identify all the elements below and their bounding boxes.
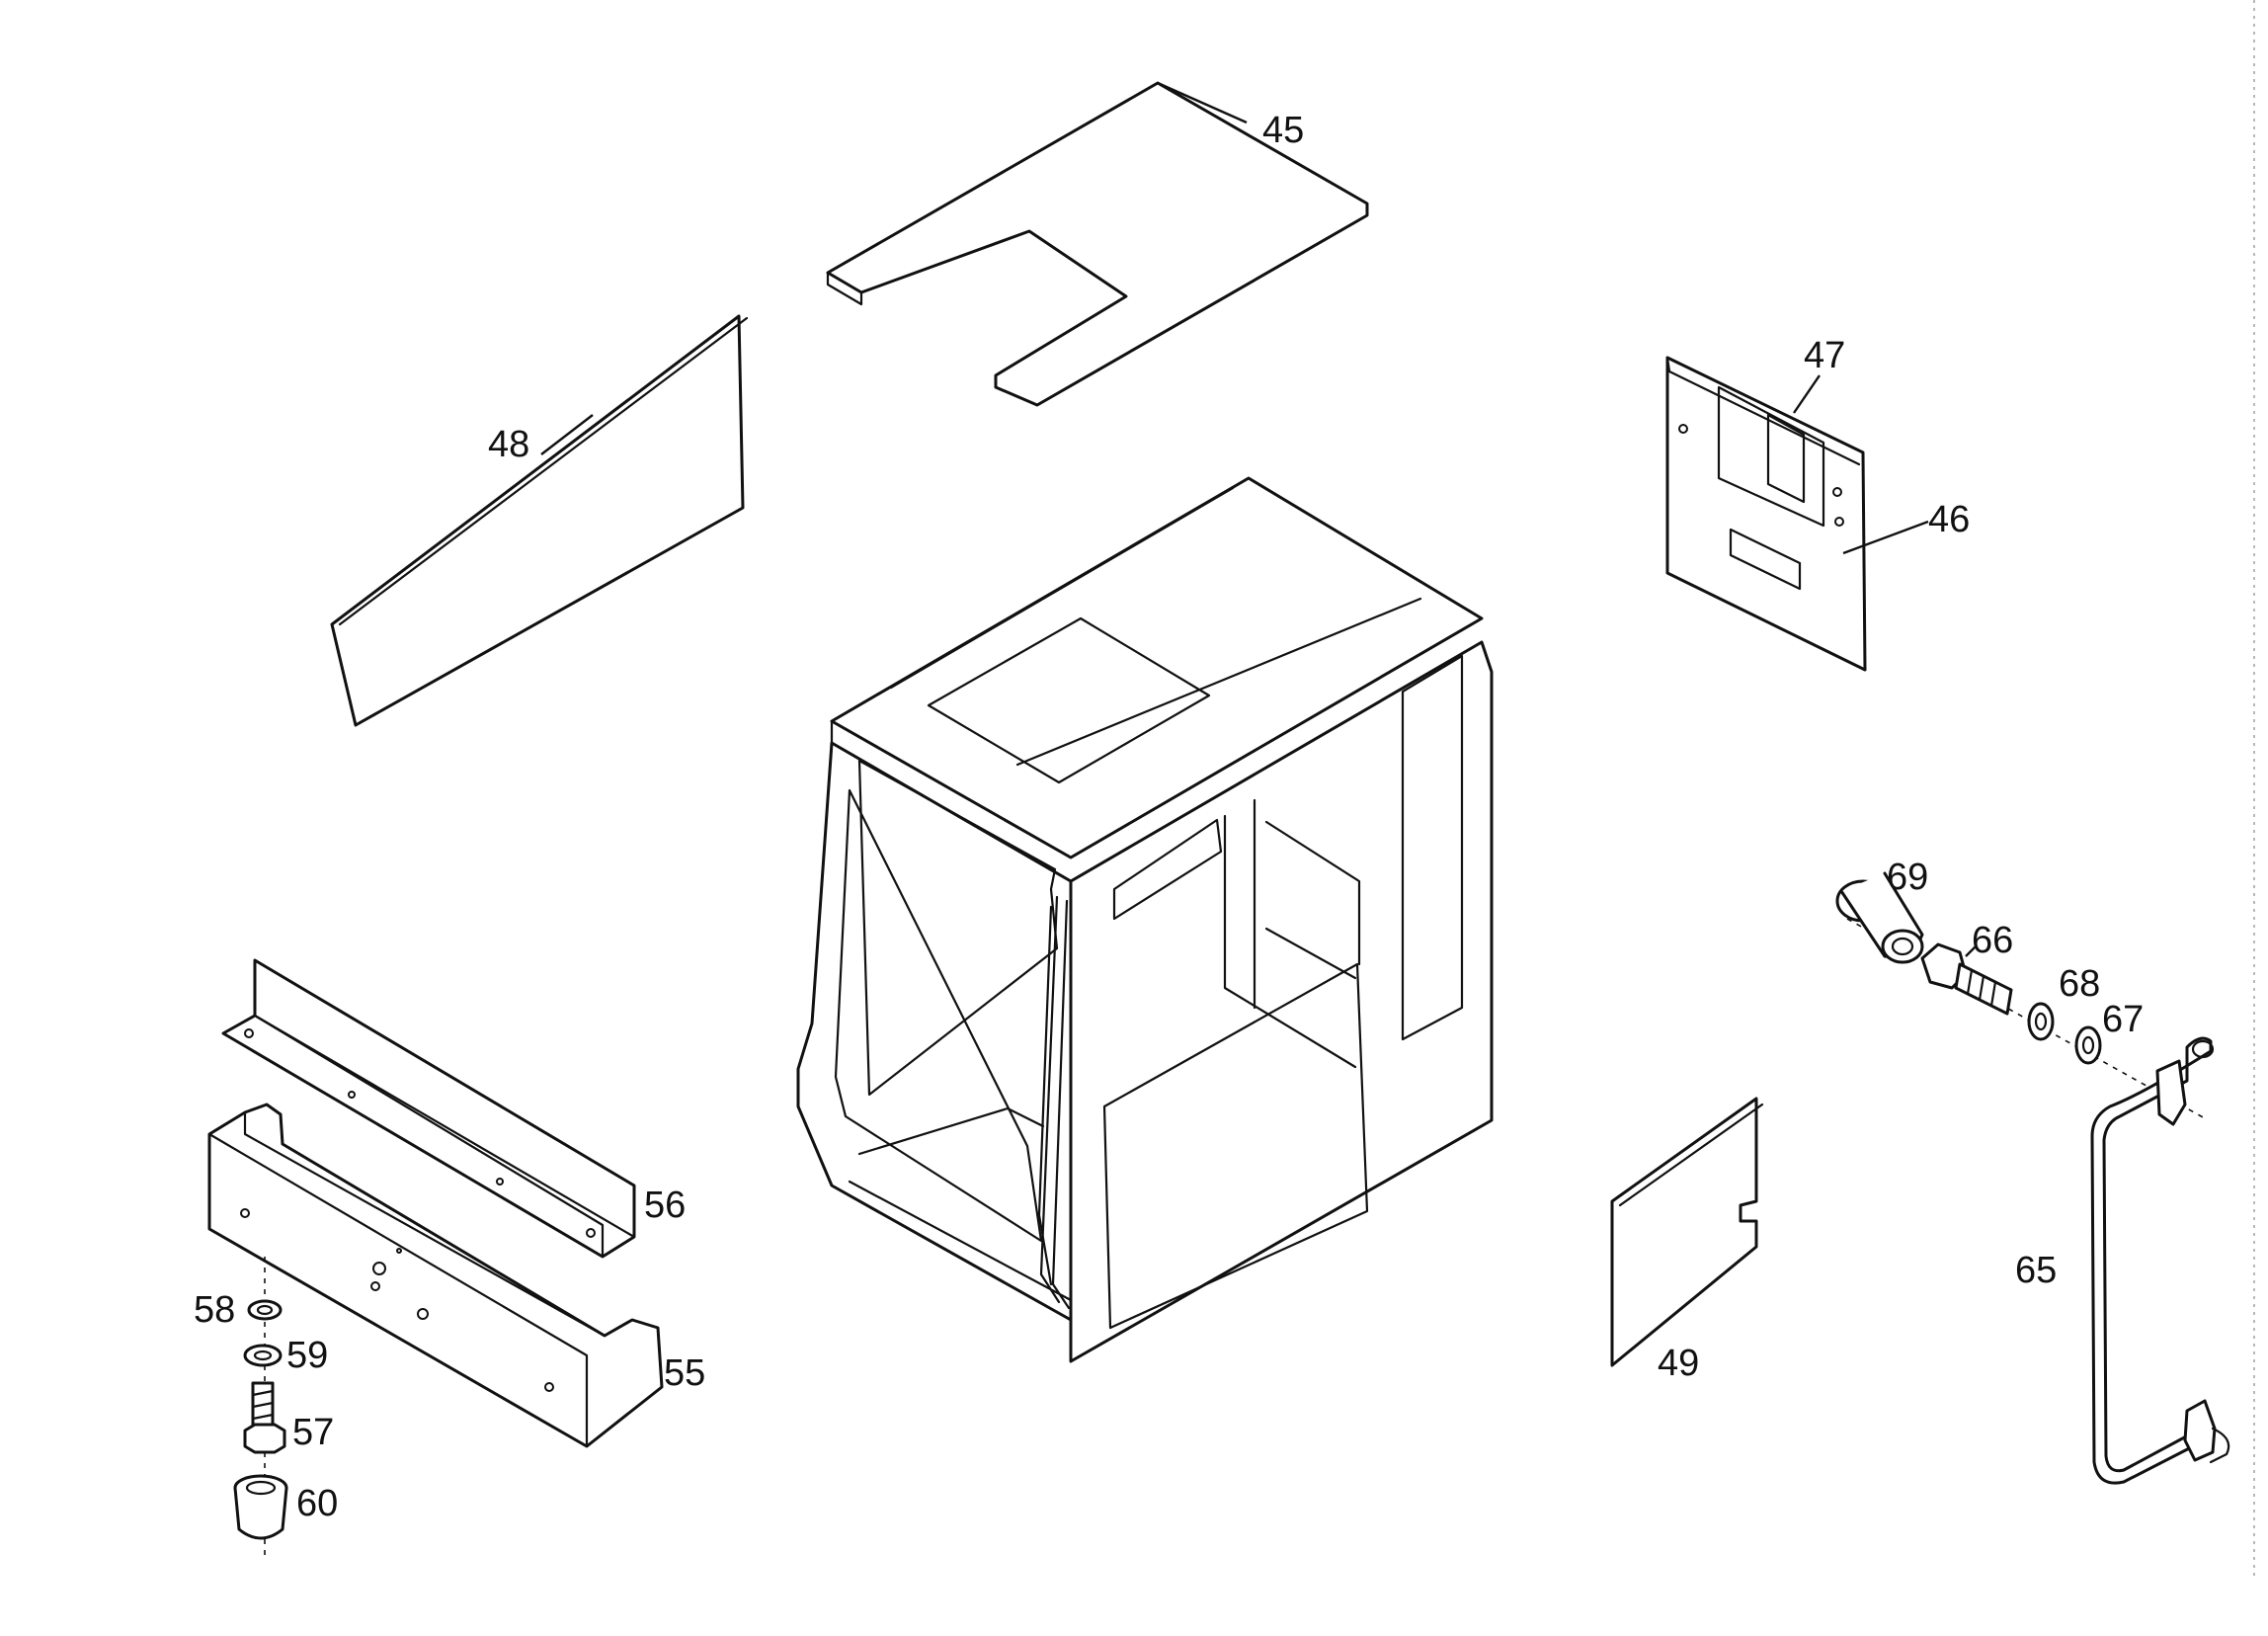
cab-body: [796, 476, 1494, 1363]
bolt-66: [1920, 942, 2013, 1016]
panel-hole: [1678, 424, 1688, 434]
callout-58: 58: [194, 1289, 235, 1331]
channel-hole: [240, 1208, 250, 1218]
callout-47: 47: [1804, 335, 1845, 376]
bracket-hole: [348, 1091, 356, 1099]
bracket-hole: [496, 1178, 504, 1186]
channel-hole: [372, 1262, 386, 1275]
channel-hole: [396, 1248, 402, 1254]
callout-65: 65: [2015, 1250, 2057, 1291]
washer-68: [2027, 1002, 2055, 1041]
callout-55: 55: [664, 1352, 705, 1394]
panel-hole: [1832, 487, 1842, 497]
callout-49: 49: [1658, 1343, 1699, 1384]
channel-hole: [370, 1281, 380, 1291]
angle-bracket-part: [221, 958, 636, 1259]
bolt-57: [243, 1381, 286, 1454]
rear-panel-part: [1665, 356, 1867, 672]
handrail-65: [2090, 1036, 2230, 1485]
channel-hole: [544, 1382, 554, 1392]
callout-60: 60: [296, 1483, 338, 1524]
cap-60: [233, 1474, 288, 1540]
callout-59: 59: [286, 1335, 328, 1376]
channel-hole: [417, 1308, 429, 1320]
panel-hole: [1834, 517, 1844, 527]
callout-46: 46: [1928, 499, 1970, 540]
callout-56: 56: [644, 1185, 686, 1226]
bracket-hole: [244, 1028, 254, 1038]
side-mat-part: [330, 314, 749, 727]
washer-58: [247, 1299, 283, 1321]
callout-66-leader: [1965, 945, 1977, 957]
callout-47-leader: [1793, 374, 1821, 414]
callout-68: 68: [2059, 963, 2100, 1005]
roof-mat-part: [826, 81, 1369, 407]
callout-57: 57: [292, 1412, 334, 1453]
floor-mat-part: [1610, 1097, 1764, 1367]
callout-46-leader: [1842, 520, 1929, 555]
callout-66: 66: [1972, 920, 2013, 961]
callout-48: 48: [488, 424, 529, 465]
callout-48-leader: [540, 414, 594, 455]
callout-69: 69: [1887, 857, 1928, 898]
callout-45-leader: [1157, 81, 1248, 124]
bushing-69: [1835, 871, 1924, 964]
bracket-hole: [586, 1228, 596, 1238]
channel-bracket-part: [207, 1103, 664, 1448]
washer-67: [2074, 1025, 2102, 1065]
washer-59: [243, 1344, 283, 1367]
callout-45: 45: [1262, 110, 1304, 151]
callout-67: 67: [2102, 999, 2144, 1040]
